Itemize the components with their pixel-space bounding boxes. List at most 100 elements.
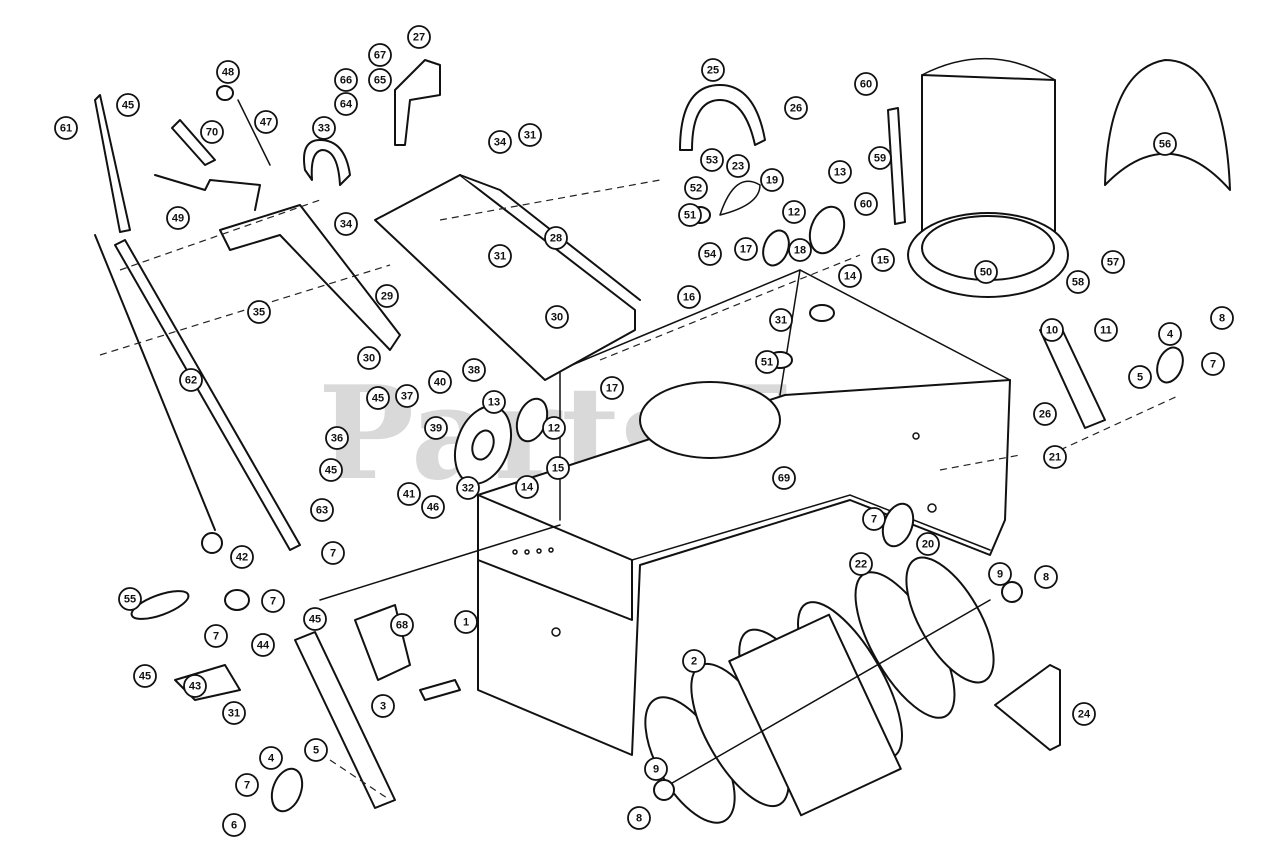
callout-circle (838, 264, 862, 288)
callout-number: 7 (871, 514, 877, 526)
callout-circle (1158, 322, 1182, 346)
callout-43: 43 (183, 674, 207, 698)
callout-circle (1066, 270, 1090, 294)
callout-circle (545, 305, 569, 329)
callout-number: 48 (222, 67, 234, 79)
callout-7: 7 (1201, 352, 1225, 376)
callout-19: 19 (760, 168, 784, 192)
callout-23: 23 (726, 154, 750, 178)
callout-circle (216, 60, 240, 84)
callout-circle (871, 248, 895, 272)
callout-circle (321, 541, 345, 565)
callout-number: 37 (401, 391, 413, 403)
callout-circle (397, 482, 421, 506)
callout-circle (1201, 352, 1225, 376)
callout-circle (1043, 445, 1067, 469)
callout-13: 13 (828, 160, 852, 184)
callout-number: 66 (340, 75, 352, 87)
callout-number: 24 (1078, 709, 1091, 721)
callout-circle (1101, 250, 1125, 274)
callout-17: 17 (600, 376, 624, 400)
callout-circle (784, 96, 808, 120)
callout-number: 45 (372, 393, 384, 405)
callout-circle (334, 92, 358, 116)
callout-7: 7 (862, 507, 886, 531)
callout-circle (682, 649, 706, 673)
callout-number: 14 (521, 482, 534, 494)
callout-39: 39 (424, 416, 448, 440)
callout-number: 43 (189, 681, 201, 693)
callout-number: 14 (844, 271, 857, 283)
callout-14: 14 (838, 264, 862, 288)
callout-number: 4 (268, 753, 275, 765)
callout-number: 68 (396, 620, 408, 632)
callout-57: 57 (1101, 250, 1125, 274)
callout-number: 17 (740, 244, 752, 256)
chute (907, 57, 1069, 298)
callout-circle (482, 390, 506, 414)
callout-number: 19 (766, 175, 778, 187)
callout-10: 10 (1040, 318, 1064, 342)
callout-number: 33 (318, 123, 330, 135)
callout-circle (684, 176, 708, 200)
callout-circle (235, 773, 259, 797)
callout-number: 13 (834, 167, 846, 179)
callout-circle (788, 238, 812, 262)
callout-circle (259, 746, 283, 770)
callout-circle (222, 701, 246, 725)
chute-deflector (1104, 59, 1231, 191)
callout-15: 15 (546, 456, 570, 480)
callout-number: 45 (325, 465, 337, 477)
callout-number: 53 (706, 155, 718, 167)
callout-circle (118, 587, 142, 611)
callout-14: 14 (515, 475, 539, 499)
callout-number: 7 (1210, 359, 1216, 371)
callout-number: 55 (124, 594, 136, 606)
callout-66: 66 (334, 68, 358, 92)
callout-circle (542, 416, 566, 440)
callout-circle (454, 610, 478, 634)
callout-52: 52 (684, 176, 708, 200)
callout-number: 62 (185, 375, 197, 387)
callout-number: 31 (494, 251, 506, 263)
callout-7: 7 (204, 624, 228, 648)
callout-40: 40 (428, 370, 452, 394)
callout-circle (544, 226, 568, 250)
callout-number: 51 (761, 357, 773, 369)
callout-circle (916, 532, 940, 556)
callout-circle (782, 200, 806, 224)
assembly-lines (99, 179, 1181, 801)
callout-54: 54 (698, 242, 722, 266)
callout-circle (700, 148, 724, 172)
callout-number: 26 (1039, 409, 1051, 421)
callout-number: 63 (316, 505, 328, 517)
callout-48: 48 (216, 60, 240, 84)
callout-circle (310, 498, 334, 522)
callout-11: 11 (1094, 318, 1118, 342)
callout-61: 61 (54, 116, 78, 140)
callout-circle (644, 757, 668, 781)
callout-number: 10 (1046, 325, 1058, 337)
callout-circle (254, 110, 278, 134)
callout-47: 47 (254, 110, 278, 134)
callout-8: 8 (1034, 565, 1058, 589)
callout-58: 58 (1066, 270, 1090, 294)
callout-circle (698, 242, 722, 266)
callout-36: 36 (325, 426, 349, 450)
callout-number: 69 (778, 473, 790, 485)
callout-circle (726, 154, 750, 178)
callout-59: 59 (868, 146, 892, 170)
callout-circle (678, 203, 702, 227)
callout-circle (546, 456, 570, 480)
callout-16: 16 (677, 285, 701, 309)
callout-67: 67 (368, 43, 392, 67)
callout-number: 44 (257, 640, 270, 652)
callout-7: 7 (261, 589, 285, 613)
callout-circle (261, 589, 285, 613)
callout-number: 60 (860, 199, 872, 211)
callout-circle (371, 694, 395, 718)
callout-9: 9 (644, 757, 668, 781)
callout-number: 5 (1137, 372, 1143, 384)
callout-circle (375, 284, 399, 308)
callout-number: 46 (427, 502, 439, 514)
